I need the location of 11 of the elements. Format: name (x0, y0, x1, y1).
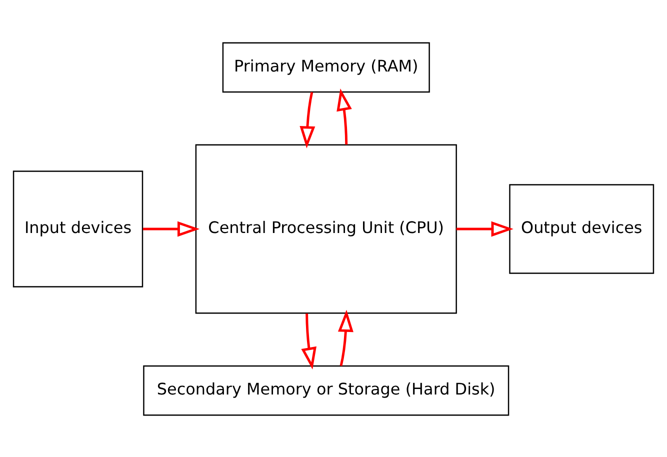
node-box: Central Processing Unit (CPU) (195, 144, 457, 314)
arrow (338, 309, 354, 366)
node-box: Output devices (509, 184, 654, 274)
node-box: Secondary Memory or Storage (Hard Disk) (143, 364, 510, 416)
arrow (456, 220, 514, 236)
arrow (300, 91, 316, 148)
arrow (301, 312, 316, 369)
node-box: Primary Memory (RAM) (222, 42, 430, 92)
node-box: Input devices (12, 170, 144, 287)
arrow (142, 220, 200, 236)
arrow (336, 88, 352, 144)
